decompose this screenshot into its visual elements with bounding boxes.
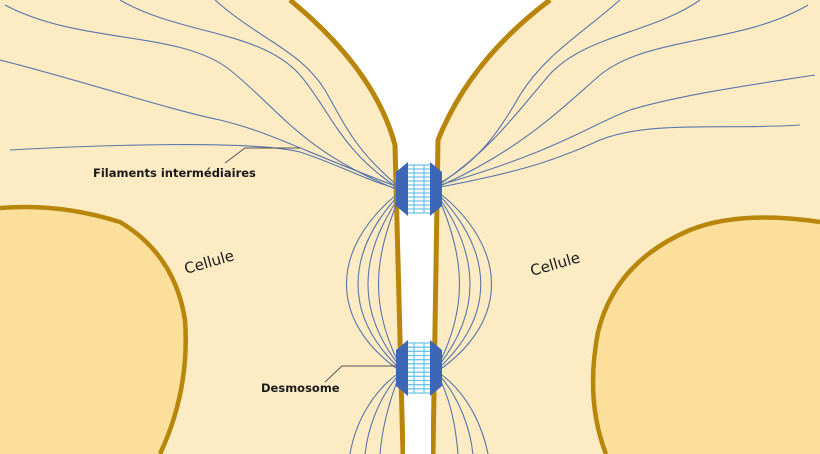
filaments-label: Filaments intermédiaires: [93, 166, 256, 180]
desmosome-label: Desmosome: [261, 381, 340, 395]
intercellular-space: [405, 140, 431, 454]
